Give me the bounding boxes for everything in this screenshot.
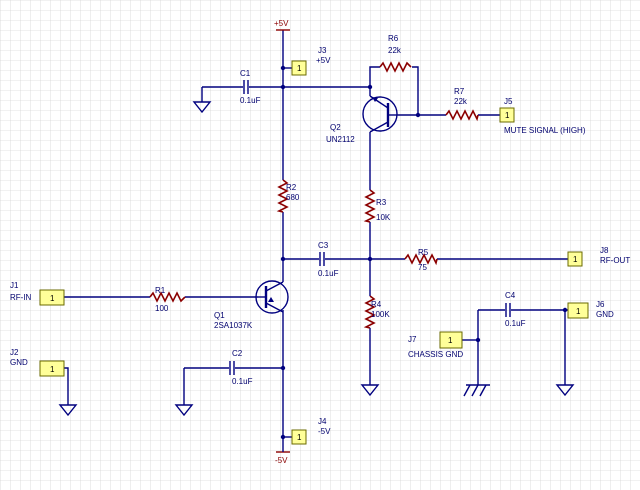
r6-value: 22k	[388, 46, 402, 55]
connector-j3: 1 J3 +5V	[291, 46, 331, 76]
connector-j4: 1 J4 -5V	[291, 417, 331, 445]
resistor-r2: R2 680	[276, 179, 300, 213]
connector-j6: 1 J6 GND	[567, 300, 614, 319]
j3-label: +5V	[316, 56, 331, 65]
resistor-r5: R5 75	[404, 248, 438, 272]
connector-j1: 1 J1 RF-IN	[10, 281, 65, 306]
c4-ref: C4	[505, 291, 516, 300]
vcc-label: +5V	[274, 19, 289, 28]
transistor-q2: Q2 UN2112	[326, 95, 398, 144]
vee-port: -5V	[275, 440, 290, 465]
r1-ref: R1	[155, 286, 166, 295]
j6-pin: 1	[576, 307, 581, 316]
resistor-r4: R4 100K	[363, 295, 390, 329]
q1-ref: Q1	[214, 311, 225, 320]
resistor-r3: R3 10K	[363, 189, 391, 223]
connector-j7: 1 J7 CHASSIS GND	[408, 331, 463, 359]
r3-ref: R3	[376, 198, 387, 207]
r2-ref: R2	[286, 183, 297, 192]
r7-ref: R7	[454, 87, 465, 96]
r2-value: 680	[286, 193, 300, 202]
junctions	[280, 65, 568, 440]
capacitor-c4: C4 0.1uF	[505, 291, 526, 328]
chassis-ground-icon	[463, 384, 490, 397]
j6-label: GND	[596, 310, 614, 319]
r6-ref: R6	[388, 34, 399, 43]
wires	[64, 30, 568, 440]
q1-part: 2SA1037K	[214, 321, 253, 330]
connector-j5: 1 J5 MUTE SIGNAL (HIGH)	[499, 97, 586, 135]
ground-r4-icon	[360, 384, 380, 397]
c2-value: 0.1uF	[232, 377, 253, 386]
ground-c2-icon	[174, 404, 194, 417]
c1-ref: C1	[240, 69, 251, 78]
resistor-r7: R7 22k	[445, 87, 479, 122]
r3-value: 10K	[376, 213, 391, 222]
j4-pin: 1	[297, 433, 302, 442]
j8-pin: 1	[573, 255, 578, 264]
j1-pin: 1	[50, 294, 55, 303]
ground-j2-icon	[58, 404, 78, 417]
j3-pin: 1	[297, 64, 302, 73]
r1-value: 100	[155, 304, 169, 313]
j5-pin: 1	[505, 111, 510, 120]
r4-ref: R4	[371, 300, 382, 309]
capacitor-c3: C3 0.1uF	[318, 241, 339, 278]
j7-label: CHASSIS GND	[408, 350, 463, 359]
j7-ref: J7	[408, 335, 417, 344]
j8-ref: J8	[600, 246, 609, 255]
ground-j6-icon	[555, 384, 575, 397]
j5-label: MUTE SIGNAL (HIGH)	[504, 126, 586, 135]
r7-value: 22k	[454, 97, 468, 106]
j5-ref: J5	[504, 97, 513, 106]
j7-pin: 1	[448, 336, 453, 345]
j2-label: GND	[10, 358, 28, 367]
resistor-r1: R1 100	[149, 286, 186, 313]
j1-ref: J1	[10, 281, 19, 290]
j2-ref: J2	[10, 348, 19, 357]
connector-j2: 1 J2 GND	[10, 348, 65, 377]
j4-ref: J4	[318, 417, 327, 426]
j8-label: RF-OUT	[600, 256, 630, 265]
c3-ref: C3	[318, 241, 329, 250]
q2-part: UN2112	[326, 135, 355, 144]
j2-pin: 1	[50, 365, 55, 374]
resistor-r6: R6 22k	[379, 34, 412, 73]
j3-ref: J3	[318, 46, 327, 55]
j1-label: RF-IN	[10, 293, 32, 302]
vee-label: -5V	[275, 456, 288, 465]
c2-ref: C2	[232, 349, 243, 358]
j4-label: -5V	[318, 427, 331, 436]
connector-j8: 1 J8 RF-OUT	[567, 246, 630, 267]
vcc-port: +5V	[274, 19, 290, 31]
c3-value: 0.1uF	[318, 269, 339, 278]
transistor-q1: Q1 2SA1037K	[214, 280, 289, 330]
c4-value: 0.1uF	[505, 319, 526, 328]
q2-ref: Q2	[330, 123, 341, 132]
c1-value: 0.1uF	[240, 96, 261, 105]
j6-ref: J6	[596, 300, 605, 309]
ground-c1-icon	[192, 101, 212, 114]
r5-value: 75	[418, 263, 427, 272]
capacitor-c1: C1 0.1uF	[240, 69, 261, 105]
r4-value: 100K	[371, 310, 390, 319]
r5-ref: R5	[418, 248, 429, 257]
capacitor-c2: C2 0.1uF	[229, 349, 253, 386]
